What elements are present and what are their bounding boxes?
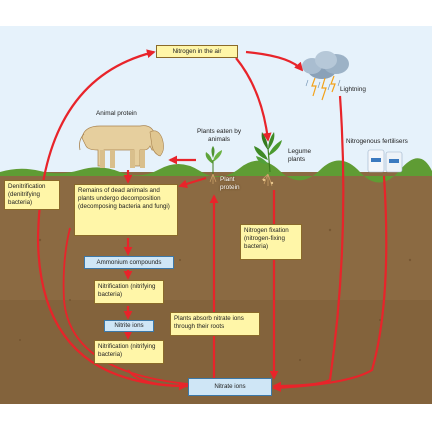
nitrogen-in-air-box: Nitrogen in the air: [156, 45, 238, 58]
grass-strip: [0, 158, 432, 183]
nitrification-box-1: Nitrification (nitrifying bacteria): [94, 280, 164, 304]
plants-absorb-box: Plants absorb nitrate ions through their…: [170, 312, 260, 336]
cycle-arrows: [36, 49, 388, 393]
nitrification-box-2: Nitrification (nitrifying bacteria): [94, 340, 164, 364]
plant-protein-label: Plant protein: [220, 176, 240, 192]
nitrogenous-fertilisers-label: Nitrogenous fertilisers: [346, 138, 408, 145]
nitrogen-fixation-box: Nitrogen fixation (nitrogen-fixing bacte…: [240, 224, 302, 260]
rain-icon: [305, 79, 341, 91]
nitrate-ions-box: Nitrate ions: [188, 378, 272, 396]
plant-protein-icon: [205, 146, 222, 184]
lightning-icon: [311, 75, 336, 101]
denitrification-box: Denitrification (denitrifying bacteria): [4, 180, 60, 210]
lightning-label: Lightning: [340, 86, 366, 93]
fertiliser-sacks-icon: [367, 149, 403, 173]
nitrite-ions-box: Nitrite ions: [104, 320, 154, 332]
animal-protein-label: Animal protein: [96, 110, 137, 117]
ammonium-compounds-box: Ammonium compounds: [84, 256, 174, 269]
decomposition-box: Remains of dead animals and plants under…: [74, 184, 178, 236]
plants-eaten-label: Plants eaten by animals: [196, 128, 242, 144]
legume-plants-label: Legume plants: [288, 148, 312, 164]
cow-icon: [79, 125, 164, 168]
cloud-icon: [302, 51, 349, 79]
